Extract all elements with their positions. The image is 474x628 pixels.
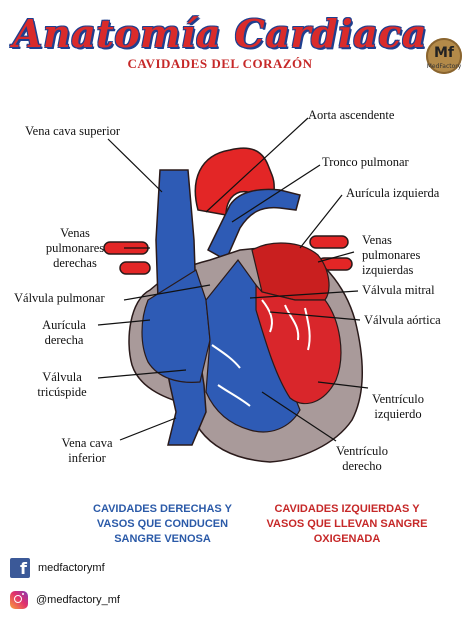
- caption-line: OXIGENADA: [313, 533, 381, 545]
- logo-text: MedFactory: [426, 63, 462, 70]
- caption-line: SANGRE VENOSA: [114, 533, 211, 545]
- label-line: Ventrículo: [371, 392, 425, 406]
- brand-logo: Mf MedFactory: [426, 38, 462, 74]
- label-line: Válvula: [42, 370, 82, 384]
- caption-line: VASOS QUE LLEVAN SANGRE: [266, 518, 428, 530]
- label-venas-pulmonares-derechas: Venas pulmonares derechas: [35, 226, 115, 271]
- instagram-icon: [10, 591, 28, 609]
- label-line: derecha: [44, 333, 84, 347]
- label-tronco-pulmonar: Tronco pulmonar: [322, 155, 409, 169]
- facebook-icon: f: [10, 558, 30, 578]
- label-vena-cava-inferior: Vena cava inferior: [50, 436, 124, 466]
- pulmonary-trunk: [207, 188, 301, 262]
- page-title: Anatomía Cardiaca: [13, 11, 427, 56]
- label-valvula-mitral: Válvula mitral: [362, 283, 435, 297]
- facebook-handle: medfactorymf: [38, 562, 105, 574]
- caption-left-chambers: CAVIDADES IZQUIERDAS Y VASOS QUE LLEVAN …: [262, 502, 432, 547]
- label-line: Aurícula: [42, 318, 86, 332]
- label-line: izquierdo: [374, 407, 422, 421]
- label-valvula-tricuspide: Válvula tricúspide: [26, 370, 98, 400]
- label-line: derechas: [53, 256, 97, 270]
- facebook-link[interactable]: f medfactorymf: [10, 558, 105, 578]
- label-vena-cava-superior: Vena cava superior: [25, 124, 121, 138]
- label-auricula-izquierda: Aurícula izquierda: [346, 186, 440, 200]
- label-line: derecho: [342, 459, 382, 473]
- label-aorta-ascendente: Aorta ascendente: [308, 108, 395, 122]
- leader-lines: [97, 117, 369, 442]
- label-line: pulmonares: [45, 241, 105, 255]
- label-line: pulmonares: [362, 248, 421, 262]
- logo-mark: Mf: [433, 45, 455, 61]
- label-line: inferior: [68, 451, 106, 465]
- instagram-link[interactable]: @medfactory_mf: [10, 590, 120, 610]
- caption-line: VASOS QUE CONDUCEN: [96, 518, 229, 530]
- label-auricula-derecha: Aurícula derecha: [28, 318, 100, 348]
- valve-chordae: [211, 299, 311, 407]
- right-atrium: [141, 269, 211, 383]
- left-atrium: [251, 242, 330, 301]
- caption-right-chambers: CAVIDADES DERECHAS Y VASOS QUE CONDUCEN …: [80, 502, 245, 547]
- label-line: tricúspide: [37, 385, 87, 399]
- instagram-handle: @medfactory_mf: [36, 594, 120, 606]
- caption-line: CAVIDADES DERECHAS Y: [93, 503, 232, 515]
- page-subtitle: CAVIDADES DEL CORAZÓN: [127, 56, 313, 71]
- label-ventriculo-izquierdo: Ventrículo izquierdo: [360, 392, 436, 422]
- caption-line: CAVIDADES IZQUIERDAS Y: [274, 503, 420, 515]
- label-valvula-pulmonar: Válvula pulmonar: [14, 291, 105, 305]
- label-venas-pulmonares-izquierdas: Venas pulmonares izquierdas: [362, 233, 420, 278]
- label-line: Venas: [362, 233, 392, 247]
- label-line: izquierdas: [362, 263, 414, 277]
- label-line: Vena cava: [61, 436, 113, 450]
- label-valvula-aortica: Válvula aórtica: [364, 313, 441, 327]
- label-line: Venas: [60, 226, 90, 240]
- label-ventriculo-derecho: Ventrículo derecho: [324, 444, 400, 474]
- label-line: Ventrículo: [335, 444, 389, 458]
- pulmonary-veins-left: [309, 235, 353, 271]
